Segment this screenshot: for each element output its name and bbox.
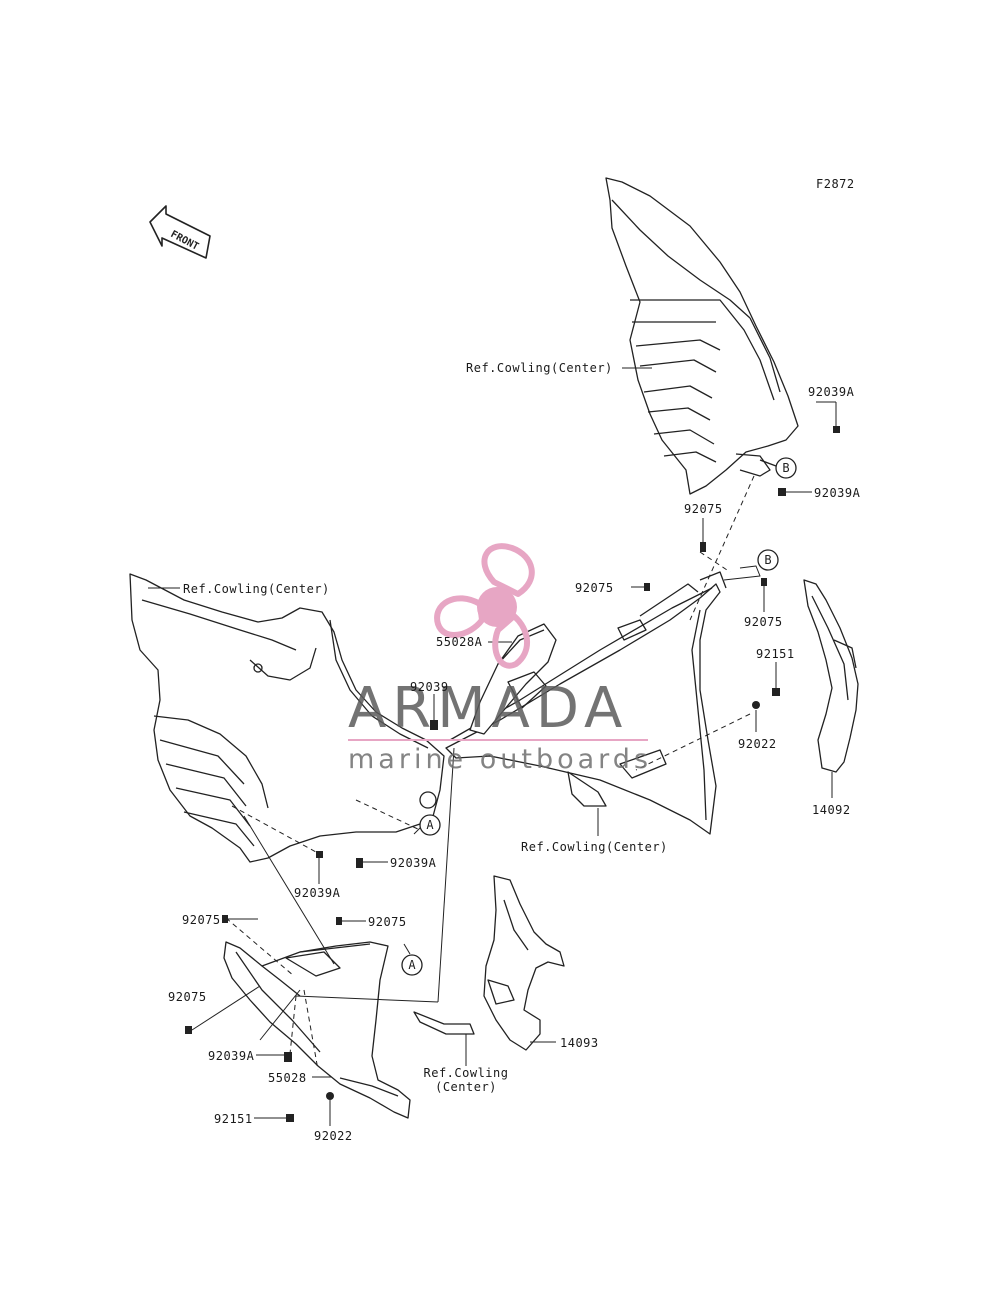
strip-14092-part xyxy=(803,579,859,773)
marker-a-label: A xyxy=(408,958,416,972)
marker-b-label: B xyxy=(764,553,771,567)
part-92039a-label: 92039A xyxy=(208,1049,255,1063)
washer-92022-icon xyxy=(326,1092,334,1100)
bolt-92039a-icon xyxy=(356,858,363,868)
part-92039-label: 92039 xyxy=(410,680,449,694)
ref-cowling-center-label: Ref.Cowling (Center) xyxy=(420,1066,512,1094)
part-92039a-label: 92039A xyxy=(808,385,855,399)
circle-marker-b-lower xyxy=(757,549,779,571)
part-92075-label: 92075 xyxy=(168,990,207,1004)
part-14092-label: 14092 xyxy=(812,803,851,817)
part-92039a-label: 92039A xyxy=(390,856,437,870)
bracket-bottom-part xyxy=(413,1011,475,1035)
left-cowling-part xyxy=(129,573,445,863)
part-92075-label: 92075 xyxy=(368,915,407,929)
part-92151-label: 92151 xyxy=(756,647,795,661)
front-arrow-icon: FRONT xyxy=(149,205,211,259)
clip-92075-icon xyxy=(222,915,228,923)
marker-b-label: B xyxy=(782,461,789,475)
part-55028a-label: 55028A xyxy=(436,635,483,649)
part-14093-label: 14093 xyxy=(560,1036,599,1050)
screw-92151-icon xyxy=(286,1114,294,1122)
reference-lines xyxy=(243,565,761,1041)
part-92151-label: 92151 xyxy=(214,1112,253,1126)
bolt-92039a-icon xyxy=(778,488,786,496)
washer-92022-icon xyxy=(752,701,760,709)
leader-lines xyxy=(148,367,837,1126)
watermark-propeller-icon xyxy=(434,543,535,669)
clip-92075-icon xyxy=(185,1026,192,1034)
ref-cowling-line2: (Center) xyxy=(435,1080,497,1094)
ref-cowling-center-label: Ref.Cowling(Center) xyxy=(466,361,613,375)
bolt-92039-icon xyxy=(430,720,438,730)
clip-92075-icon xyxy=(644,583,650,591)
ref-cowling-center-label: Ref.Cowling(Center) xyxy=(521,840,668,854)
marker-a-label: A xyxy=(426,818,434,832)
circle-marker-b-upper xyxy=(759,457,797,479)
circle-marker-a-lower xyxy=(401,954,423,976)
part-92022-label: 92022 xyxy=(314,1129,353,1143)
part-92075-label: 92075 xyxy=(684,502,723,516)
part-92075-label: 92075 xyxy=(182,913,221,927)
ref-cowling-line1: Ref.Cowling xyxy=(423,1066,509,1080)
inner-panel-14093-part xyxy=(483,875,565,1051)
part-92039a-label: 92039A xyxy=(294,886,341,900)
bolt-92039a-icon xyxy=(833,426,840,433)
clip-92075-icon xyxy=(700,542,706,552)
side-cowling-right-part xyxy=(445,571,727,835)
part-92075-label: 92075 xyxy=(575,581,614,595)
part-92039a-label: 92039A xyxy=(814,486,861,500)
figure-code: F2872 xyxy=(816,177,855,191)
circle-marker-a-upper xyxy=(419,814,441,836)
lower-cowling-part xyxy=(223,941,411,1119)
bolt-92039a-icon xyxy=(316,851,323,858)
upper-cowling-part xyxy=(605,177,799,495)
clip-92075-icon xyxy=(336,917,342,925)
bracket-center-part xyxy=(567,771,607,807)
part-92075-label: 92075 xyxy=(744,615,783,629)
clip-92075-icon xyxy=(761,578,767,586)
watermark-brand: ARMADA xyxy=(348,676,629,741)
screw-92151-icon xyxy=(772,688,780,696)
watermark-tagline: marine outboards xyxy=(348,744,653,775)
bolt-92039a-icon xyxy=(284,1052,292,1062)
part-92022-label: 92022 xyxy=(738,737,777,751)
fastener-set xyxy=(185,426,840,1122)
ref-cowling-center-label: Ref.Cowling(Center) xyxy=(183,582,330,596)
dashed-construction-lines xyxy=(225,475,755,1071)
inner-strip-55028a-part xyxy=(469,623,557,735)
part-55028-label: 55028 xyxy=(268,1071,307,1085)
